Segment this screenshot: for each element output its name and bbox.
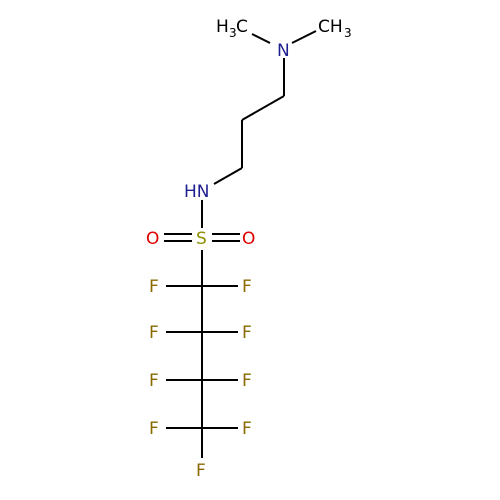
atom-methyl-right-sub: 3 <box>344 26 352 40</box>
atom-f-c3-right: F <box>242 371 252 391</box>
bonds <box>164 30 317 458</box>
atom-nh: HN <box>184 182 210 202</box>
atom-methyl-right: CH <box>318 17 343 37</box>
atom-labels: H 3 C N CH 3 HN S O O F F F F F F F F F <box>146 17 352 481</box>
atom-f-terminal: F <box>196 461 206 481</box>
bond-n-ch3-right <box>291 30 317 44</box>
atom-s: S <box>196 229 207 249</box>
bond-ch2-nh <box>213 167 243 185</box>
atom-methyl-left-h: H <box>216 17 229 37</box>
atom-f-c3-left: F <box>149 371 159 391</box>
atom-o-left: O <box>146 229 159 249</box>
atom-f-c1-left: F <box>149 277 159 297</box>
atom-f-c4-right: F <box>242 419 252 439</box>
atom-methyl-left-sub: 3 <box>229 26 237 40</box>
bond-ch2-ch2-a <box>241 95 285 121</box>
atom-methyl-left-c: C <box>236 17 248 37</box>
bond-n-ch3-left <box>251 33 271 44</box>
atom-o-right: O <box>242 229 255 249</box>
atom-n-amine: N <box>277 41 290 61</box>
atom-f-c1-right: F <box>242 277 252 297</box>
atom-f-c2-left: F <box>149 323 159 343</box>
atom-f-c4-left: F <box>149 419 159 439</box>
atom-f-c2-right: F <box>242 323 252 343</box>
